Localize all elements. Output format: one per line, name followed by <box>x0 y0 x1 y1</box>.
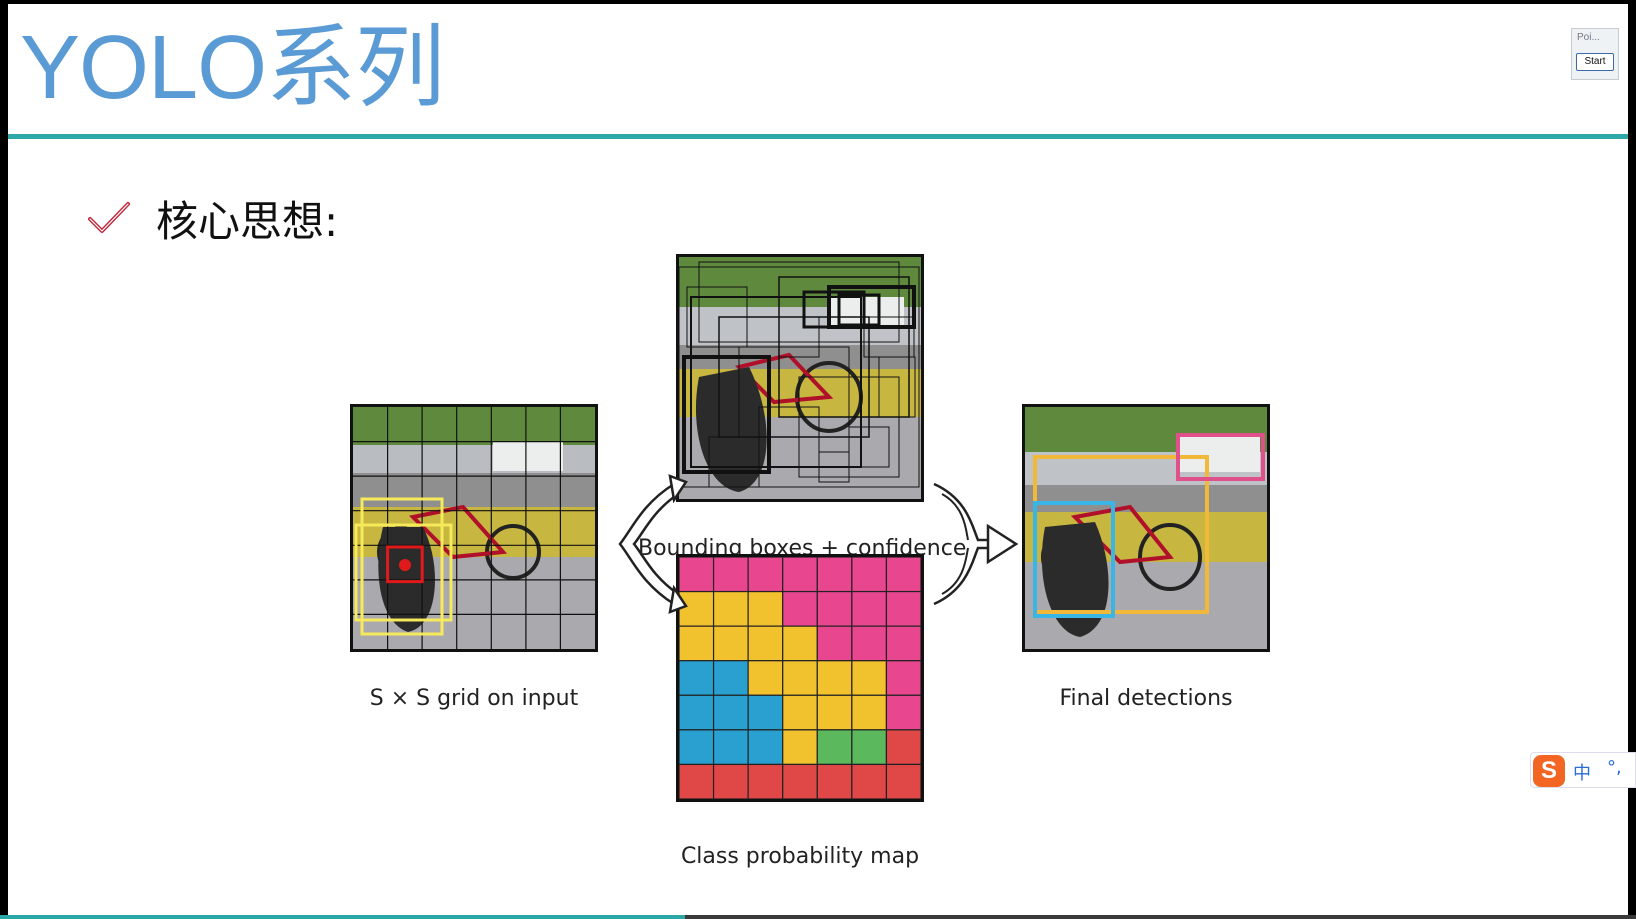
class-map-cell <box>679 694 715 731</box>
class-map-cell <box>885 729 921 766</box>
ime-toolbar[interactable]: S 中 °, <box>1530 752 1636 788</box>
class-map-cell <box>885 557 921 593</box>
class-map-cell <box>816 729 853 766</box>
ime-punctuation-toggle[interactable]: °, <box>1607 757 1622 778</box>
class-map-cell <box>782 729 818 766</box>
class-map-cell <box>782 557 818 593</box>
class-map-cell <box>885 590 921 627</box>
bounding-boxes-image <box>676 254 924 502</box>
final-caption: Final detections <box>1059 686 1233 711</box>
merge-arrow-icon <box>933 482 1018 606</box>
sogou-logo-icon[interactable]: S <box>1533 755 1565 787</box>
class-map-cell <box>816 660 853 696</box>
slide-title: YOLO系列 <box>20 18 445 118</box>
class-map-cell <box>851 729 888 766</box>
final-detections-image <box>1022 404 1270 652</box>
class-map-cell <box>782 660 818 696</box>
class-map-cell <box>851 660 888 696</box>
class-map-cell <box>747 625 784 662</box>
class-map-caption: Class probability map <box>680 844 920 869</box>
slide: YOLO系列 核心思想: <box>8 4 1628 915</box>
class-map-cell <box>885 694 921 731</box>
class-map-cell <box>712 694 749 731</box>
title-divider <box>8 134 1628 139</box>
checkmark-icon <box>88 202 130 233</box>
bottom-bar <box>0 915 1636 919</box>
class-map-cell <box>747 763 784 799</box>
bullet-core-idea: 核心思想: <box>156 197 339 246</box>
class-map-cell <box>712 625 749 662</box>
class-map-cell <box>851 694 888 731</box>
class-map-cell <box>782 694 818 731</box>
class-map-cell <box>712 763 749 799</box>
class-map-cell <box>747 694 784 731</box>
class-map-cell <box>712 729 749 766</box>
class-map-cell <box>885 625 921 662</box>
class-map-cell <box>782 625 818 662</box>
confidence-boxes <box>679 261 920 488</box>
class-map-cell <box>782 763 818 799</box>
split-arrows-icon <box>618 474 688 614</box>
grid-caption: S × S grid on input <box>369 686 579 711</box>
class-map-cell <box>712 660 749 696</box>
class-map-cell <box>816 625 853 662</box>
class-map-cell <box>679 729 715 766</box>
class-map-cell <box>747 557 784 593</box>
class-map-cell <box>816 557 853 593</box>
class-map-cell <box>679 590 715 627</box>
class-map-cell <box>885 660 921 696</box>
input-grid-image <box>350 404 598 652</box>
class-map-cell <box>679 763 715 799</box>
class-map-cell <box>679 625 715 662</box>
class-map-cell <box>885 763 921 799</box>
start-button[interactable]: Start <box>1576 53 1614 71</box>
class-map-cell <box>747 729 784 766</box>
class-map-cell <box>712 590 749 627</box>
class-map-cell <box>851 590 888 627</box>
class-map-cell <box>712 557 749 593</box>
class-map-cell <box>747 590 784 627</box>
presenter-widget: Poi... Start <box>1571 28 1619 80</box>
presenter-widget-label: Poi... <box>1577 32 1600 43</box>
slide-progress-bar <box>0 915 685 919</box>
grid-lines <box>353 407 595 649</box>
class-map-cell <box>747 660 784 696</box>
class-map-cell <box>782 590 818 627</box>
class-map-cell <box>816 763 853 799</box>
class-map-cell <box>851 763 888 799</box>
class-probability-map <box>676 554 924 802</box>
class-map-cell <box>679 660 715 696</box>
class-map-cell <box>816 590 853 627</box>
class-map-cell <box>816 694 853 731</box>
class-map-cell <box>851 557 888 593</box>
ime-mode-toggle[interactable]: 中 <box>1573 763 1591 784</box>
class-map-cell <box>851 625 888 662</box>
